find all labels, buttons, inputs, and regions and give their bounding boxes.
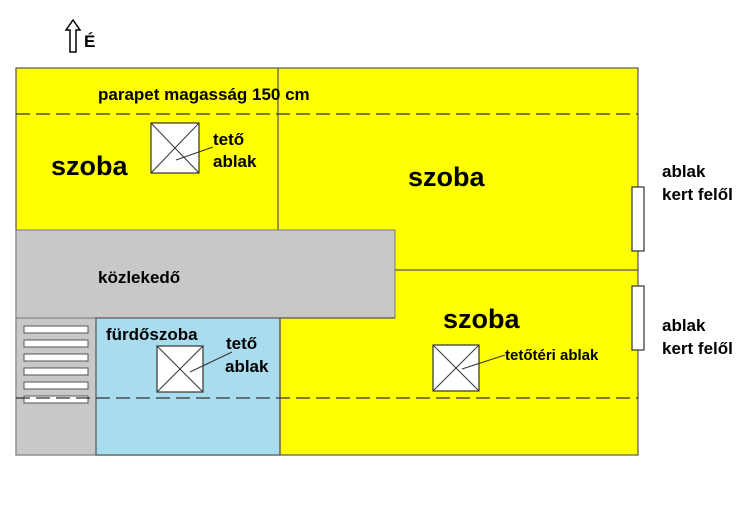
- north-arrow-icon: [64, 18, 82, 53]
- roof-window-1-label-line1: tető: [213, 130, 244, 149]
- parapet-label: parapet magasság 150 cm: [98, 85, 310, 104]
- roof-window-2-label-line2: ablak: [225, 357, 269, 376]
- garden-window-1: [631, 186, 645, 252]
- roof-window-2-label-line1: tető: [226, 334, 257, 353]
- north-label: É: [84, 32, 95, 51]
- garden-window-1-label-line1: ablak: [662, 162, 706, 181]
- garden-window-2-label-line1: ablak: [662, 316, 706, 335]
- roof-window-2-pointer: [189, 351, 233, 373]
- roof-window-3-pointer: [461, 354, 506, 370]
- room-label-ne: szoba: [408, 162, 486, 192]
- room-label-se: szoba: [443, 304, 521, 334]
- corridor-label: közlekedő: [98, 268, 180, 287]
- room-label-nw: szoba: [51, 151, 129, 181]
- roof-window-1-icon: [150, 122, 200, 174]
- stair-steps: [23, 325, 89, 404]
- garden-window-1-label-line2: kert felől: [662, 185, 733, 204]
- roof-window-1-pointer: [175, 146, 214, 161]
- corridor-area: [15, 229, 396, 319]
- garden-window-2: [631, 285, 645, 351]
- roof-window-3-label: tetőtéri ablak: [505, 347, 599, 364]
- garden-window-2-label-line2: kert felől: [662, 339, 733, 358]
- internal-walls: [277, 68, 638, 455]
- bathroom-label: fürdőszoba: [106, 325, 198, 344]
- roof-window-3-icon: [432, 344, 480, 392]
- roof-window-1-label-line2: ablak: [213, 152, 257, 171]
